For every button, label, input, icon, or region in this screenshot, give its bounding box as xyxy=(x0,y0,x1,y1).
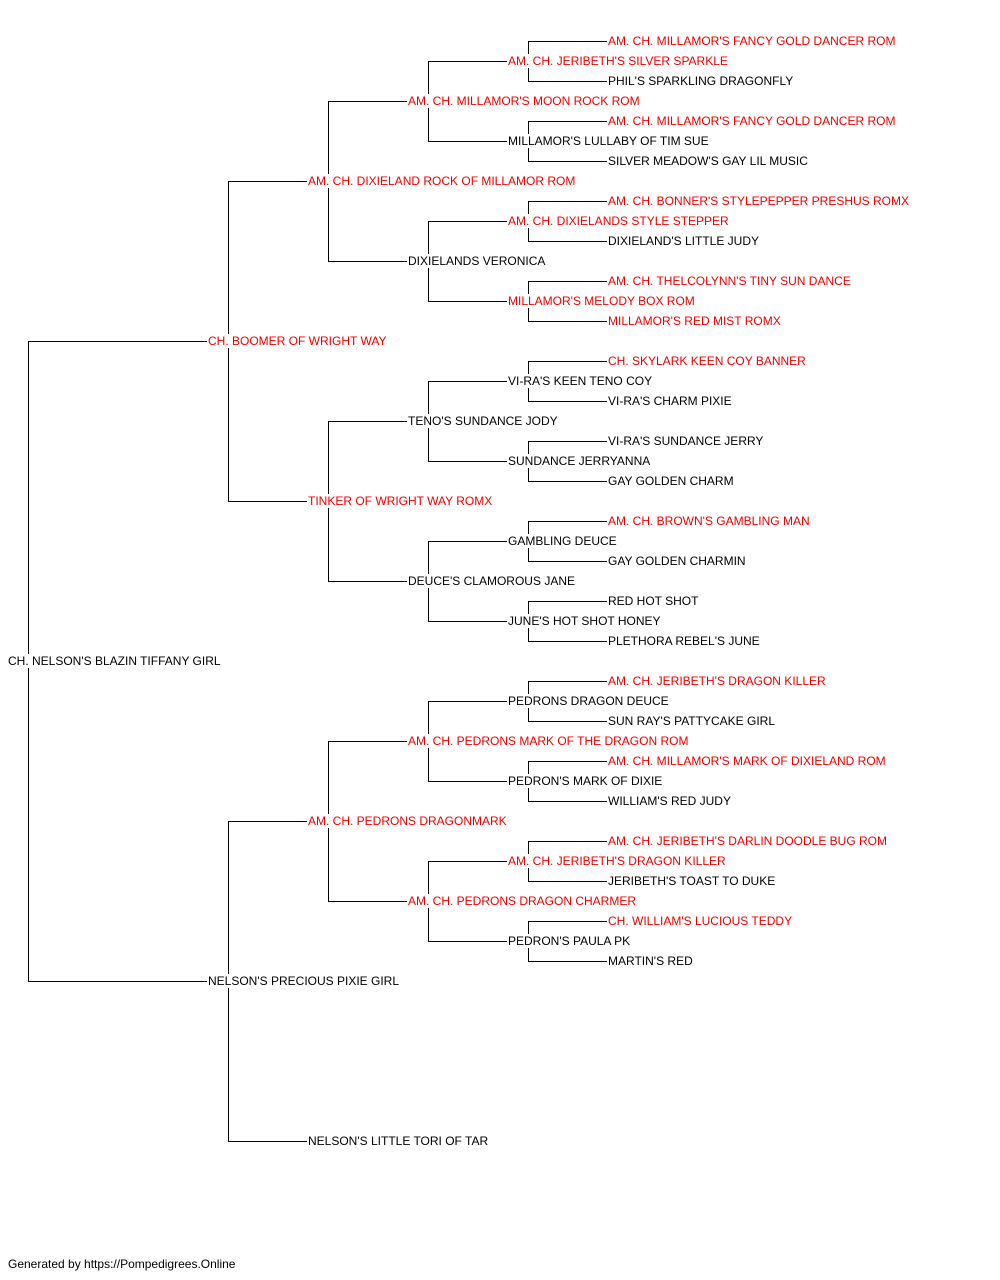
pedigree-name-gen4: PEDRON'S PAULA PK xyxy=(507,934,632,948)
pedigree-name-gen5: MARTIN'S RED xyxy=(607,954,694,968)
pedigree-name-gen5: AM. CH. MILLAMOR'S FANCY GOLD DANCER ROM xyxy=(607,114,897,128)
pedigree-name-gen5: GAY GOLDEN CHARMIN xyxy=(607,554,747,568)
pedigree-name-gen4: MILLAMOR'S LULLABY OF TIM SUE xyxy=(507,134,710,148)
pedigree-name-gen5: AM. CH. JERIBETH'S DRAGON KILLER xyxy=(607,674,827,688)
pedigree-name-gen5: VI-RA'S CHARM PIXIE xyxy=(607,394,733,408)
pedigree-name-gen4: VI-RA'S KEEN TENO COY xyxy=(507,374,654,388)
pedigree-name-gen4: AM. CH. DIXIELANDS STYLE STEPPER xyxy=(507,214,730,228)
pedigree-name-gen3: DEUCE'S CLAMOROUS JANE xyxy=(407,574,576,588)
pedigree-name-gen2: AM. CH. PEDRONS DRAGONMARK xyxy=(307,814,508,828)
pedigree-name-gen2: AM. CH. DIXIELAND ROCK OF MILLAMOR ROM xyxy=(307,174,577,188)
pedigree-name-gen2: NELSON'S LITTLE TORI OF TAR xyxy=(307,1134,490,1148)
pedigree-name-gen4: AM. CH. JERIBETH'S SILVER SPARKLE xyxy=(507,54,729,68)
pedigree-name-gen3: AM. CH. PEDRONS DRAGON CHARMER xyxy=(407,894,638,908)
pedigree-name-gen2: TINKER OF WRIGHT WAY ROMX xyxy=(307,494,494,508)
pedigree-name-gen4: GAMBLING DEUCE xyxy=(507,534,618,548)
pedigree-name-gen5: PLETHORA REBEL'S JUNE xyxy=(607,634,761,648)
pedigree-name-gen5: AM. CH. JERIBETH'S DARLIN DOODLE BUG ROM xyxy=(607,834,888,848)
pedigree-name-gen4: JUNE'S HOT SHOT HONEY xyxy=(507,614,662,628)
pedigree-name-gen3: TENO'S SUNDANCE JODY xyxy=(407,414,559,428)
pedigree-name-gen5: MILLAMOR'S RED MIST ROMX xyxy=(607,314,782,328)
pedigree-name-gen3: AM. CH. MILLAMOR'S MOON ROCK ROM xyxy=(407,94,641,108)
pedigree-name-gen1: CH. BOOMER OF WRIGHT WAY xyxy=(207,334,388,348)
pedigree-name-gen5: AM. CH. BONNER'S STYLEPEPPER PRESHUS ROM… xyxy=(607,194,911,208)
pedigree-name-gen4: PEDRON'S MARK OF DIXIE xyxy=(507,774,664,788)
pedigree-name-gen5: SUN RAY'S PATTYCAKE GIRL xyxy=(607,714,776,728)
pedigree-name-gen5: AM. CH. MILLAMOR'S MARK OF DIXIELAND ROM xyxy=(607,754,887,768)
pedigree-name-gen4: AM. CH. JERIBETH'S DRAGON KILLER xyxy=(507,854,727,868)
pedigree-name-gen1: NELSON'S PRECIOUS PIXIE GIRL xyxy=(207,974,401,988)
pedigree-name-gen5: CH. WILLIAM'S LUCIOUS TEDDY xyxy=(607,914,794,928)
pedigree-name-gen5: VI-RA'S SUNDANCE JERRY xyxy=(607,434,765,448)
pedigree-name-gen5: RED HOT SHOT xyxy=(607,594,700,608)
pedigree-name-gen3: AM. CH. PEDRONS MARK OF THE DRAGON ROM xyxy=(407,734,690,748)
pedigree-name-gen0: CH. NELSON'S BLAZIN TIFFANY GIRL xyxy=(7,654,222,668)
pedigree-name-gen4: PEDRONS DRAGON DEUCE xyxy=(507,694,670,708)
pedigree-name-gen4: MILLAMOR'S MELODY BOX ROM xyxy=(507,294,696,308)
pedigree-name-gen5: DIXIELAND'S LITTLE JUDY xyxy=(607,234,760,248)
pedigree-name-gen3: DIXIELANDS VERONICA xyxy=(407,254,547,268)
pedigree-name-gen5: AM. CH. MILLAMOR'S FANCY GOLD DANCER ROM xyxy=(607,34,897,48)
generated-by-footer: Generated by https://Pompedigrees.Online xyxy=(8,1257,236,1271)
pedigree-name-gen4: SUNDANCE JERRYANNA xyxy=(507,454,652,468)
pedigree-name-gen5: PHIL'S SPARKLING DRAGONFLY xyxy=(607,74,795,88)
pedigree-name-gen5: GAY GOLDEN CHARM xyxy=(607,474,735,488)
pedigree-name-gen5: JERIBETH'S TOAST TO DUKE xyxy=(607,874,777,888)
pedigree-name-gen5: WILLIAM'S RED JUDY xyxy=(607,794,732,808)
pedigree-name-gen5: AM. CH. THELCOLYNN'S TINY SUN DANCE xyxy=(607,274,852,288)
pedigree-name-gen5: SILVER MEADOW'S GAY LIL MUSIC xyxy=(607,154,809,168)
pedigree-name-gen5: AM. CH. BROWN'S GAMBLING MAN xyxy=(607,514,811,528)
pedigree-name-gen5: CH. SKYLARK KEEN COY BANNER xyxy=(607,354,807,368)
